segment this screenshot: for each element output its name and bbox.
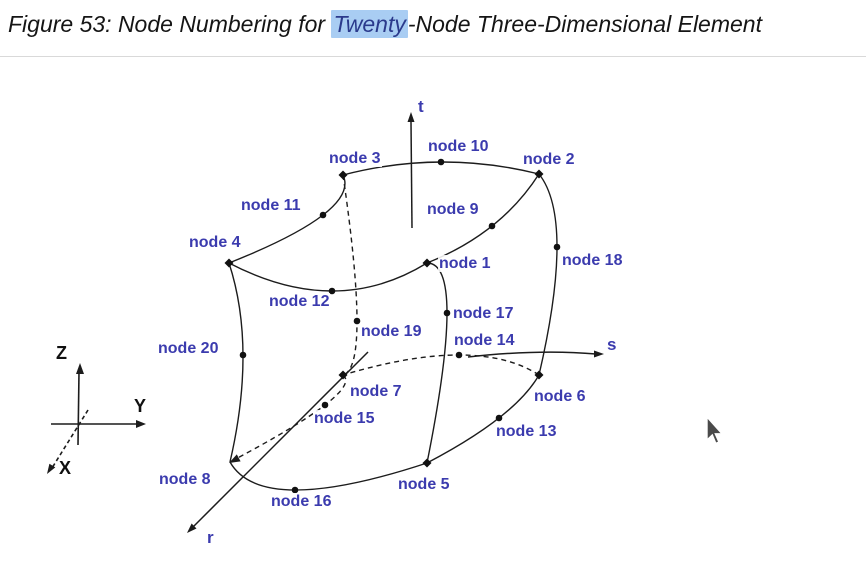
node-1-marker — [422, 258, 432, 268]
mouse-cursor-arrow — [706, 415, 724, 445]
node-11-marker — [319, 211, 327, 219]
caption-text-before: Figure 53: Node Numbering for — [8, 11, 332, 37]
node-17-label: node 17 — [452, 305, 515, 322]
node-7-label: node 7 — [349, 383, 403, 400]
element-axes — [187, 112, 604, 533]
mouse-cursor — [706, 415, 724, 445]
node-19-label: node 19 — [360, 323, 423, 340]
node-17-marker — [443, 309, 451, 317]
node-8-label: node 8 — [158, 471, 212, 488]
node-18-label: node 18 — [561, 252, 624, 269]
node-12-label: node 12 — [268, 293, 331, 310]
node-18-marker — [553, 243, 561, 251]
node-4-label: node 4 — [188, 234, 242, 251]
edge-hidden-6-14-7 — [342, 354, 540, 376]
corner-node-markers — [224, 169, 544, 468]
s-axis-arrowhead — [594, 350, 604, 358]
y-axis-label: Y — [134, 396, 147, 416]
global-coordinate-frame — [47, 363, 146, 474]
edge-vertical-1-17-5 — [426, 262, 448, 464]
node-2-marker — [534, 169, 544, 179]
x-axis-label: X — [59, 458, 72, 478]
node-19-marker — [353, 317, 361, 325]
node-3-marker — [338, 170, 348, 180]
node-7-marker — [338, 370, 348, 380]
edge-vertical-4-20-8 — [228, 262, 244, 463]
node-14-label: node 14 — [453, 332, 516, 349]
s-axis-line — [467, 351, 597, 358]
node-10-label: node 10 — [427, 138, 490, 155]
figure-caption: Figure 53: Node Numbering for Twenty-Nod… — [8, 10, 862, 38]
z-axis-label: Z — [56, 343, 67, 363]
edge-hidden-3-19-7 — [342, 174, 358, 376]
x-axis-arrowhead — [47, 463, 56, 474]
edge-vertical-2-18-6 — [538, 173, 558, 376]
t-axis-label: t — [418, 97, 424, 116]
node-5-marker — [422, 458, 432, 468]
edge-top-1-12-4 — [228, 262, 428, 292]
node-14-marker — [455, 351, 463, 359]
node-2-label: node 2 — [522, 151, 576, 168]
node-6-marker — [534, 370, 544, 380]
caption-highlighted-word[interactable]: Twenty — [331, 10, 408, 38]
node-13-label: node 13 — [495, 423, 558, 440]
node-9-label: node 9 — [426, 201, 480, 218]
node-16-marker — [291, 486, 299, 494]
x-axis-line — [51, 409, 89, 469]
node-15-label: node 15 — [313, 410, 376, 427]
caption-text-after: -Node Three-Dimensional Element — [407, 11, 762, 37]
node-13-marker — [495, 414, 503, 422]
node-3-label: node 3 — [328, 150, 382, 167]
node-20-marker — [239, 351, 247, 359]
edge-top-2-9-1 — [426, 173, 540, 264]
z-axis-arrowhead — [76, 363, 84, 374]
node-11-label: node 11 — [240, 197, 302, 214]
node-1-label: node 1 — [438, 255, 492, 272]
node-4-marker — [224, 258, 234, 268]
y-axis-arrowhead — [136, 420, 146, 428]
node-12-marker — [328, 287, 336, 295]
edge-top-4-11-3 — [228, 174, 346, 264]
z-axis-line — [77, 371, 80, 446]
t-axis-arrowhead — [407, 112, 415, 122]
node-6-label: node 6 — [533, 388, 587, 405]
node-15-marker — [321, 401, 329, 409]
r-axis-line — [192, 351, 369, 528]
node-10-marker — [437, 158, 445, 166]
node-5-label: node 5 — [397, 476, 451, 493]
edge-bottom-5-13-6 — [426, 374, 540, 464]
node-9-marker — [488, 222, 496, 230]
node-16-label: node 16 — [270, 493, 333, 510]
hidden-edge-arrowhead-node-8 — [229, 454, 241, 463]
caption-separator-line — [0, 56, 866, 57]
midside-node-markers — [239, 158, 561, 494]
t-axis-line — [410, 121, 413, 229]
s-axis-label: s — [607, 335, 617, 354]
node-20-label: node 20 — [157, 340, 220, 357]
r-axis-arrowhead — [187, 523, 197, 533]
r-axis-label: r — [207, 528, 214, 547]
